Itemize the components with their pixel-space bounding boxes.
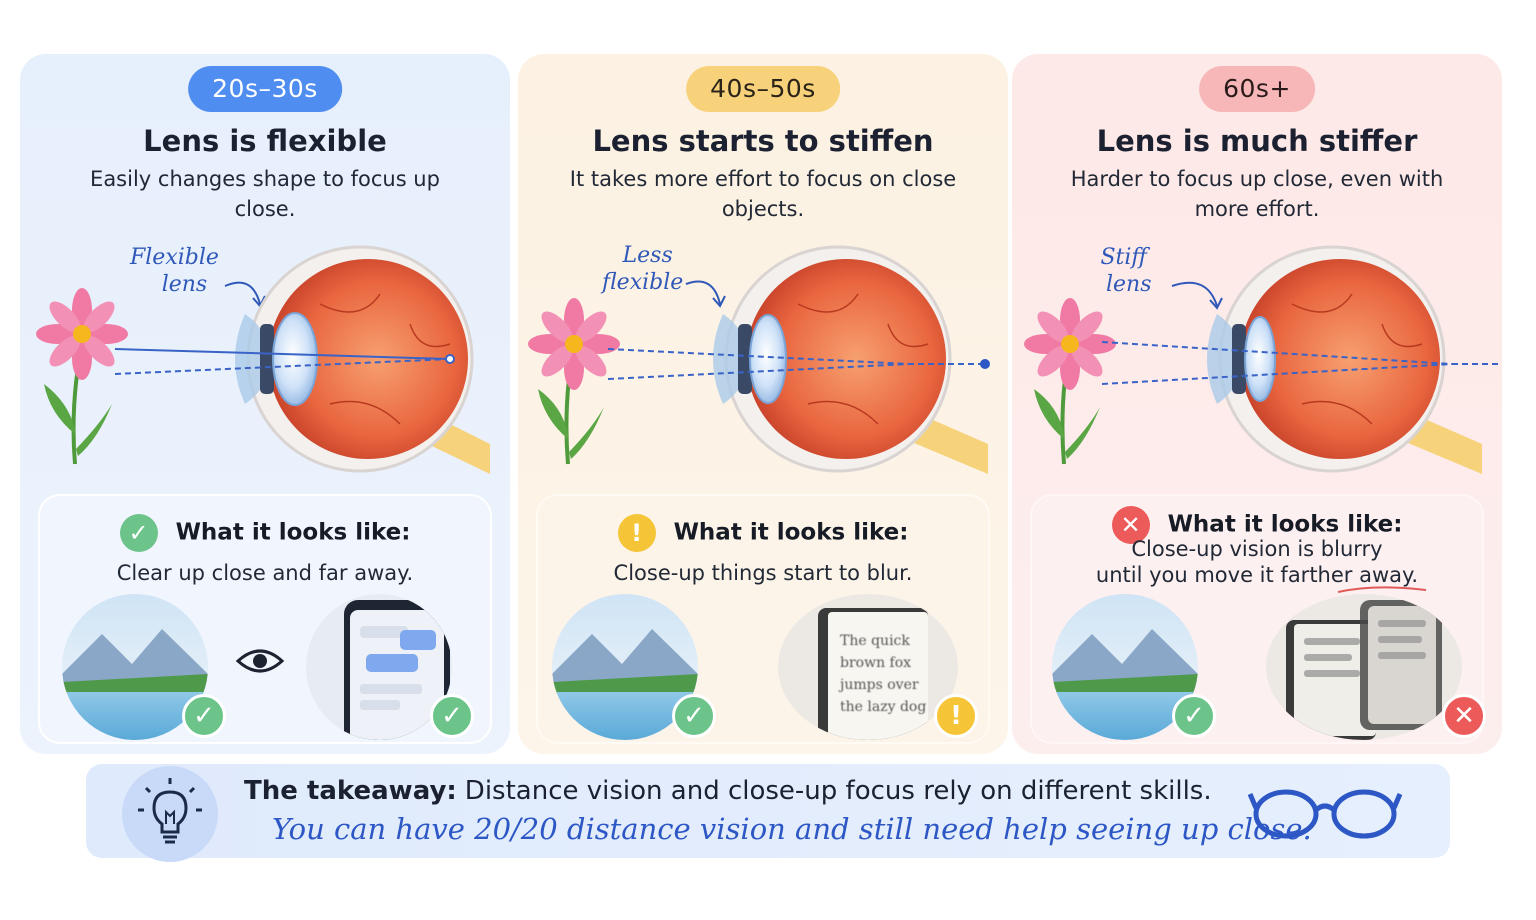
landscape-icon [1052,594,1198,740]
takeaway-emphasis: You can have 20/20 distance vision and s… [272,812,1312,846]
takeaway-text: The takeaway:Distance vision and close-u… [244,776,1212,806]
panel-heading: Lens is flexible [143,124,387,158]
looks-like-card: !What it looks like: Close-up things sta… [536,494,990,744]
warning-icon: ! [617,514,656,552]
takeaway-banner: The takeaway:Distance vision and close-u… [86,764,1450,862]
check-icon: ✓ [119,514,158,552]
book-icon [1286,600,1442,740]
looks-like-card: ✕What it looks like: Close-up vision is … [1030,494,1486,744]
lens-label: Flexible lens [130,245,219,297]
glasses-icon [1248,789,1402,839]
looks-text: Close-up vision is blurry [1131,537,1383,561]
flower-icon [1024,298,1116,465]
panel-heading: Lens starts to stiffen [592,124,934,158]
eye-anatomy-icon [528,245,990,474]
eye-icon [236,649,284,673]
looks-like-card: ✓What it looks like: Clear up close and … [38,494,492,744]
looks-text: until you move it farther away. [1095,563,1419,587]
looks-title: ✓What it looks like: [40,514,490,552]
panel-heading: Lens is much stiffer [1096,124,1418,158]
looks-text: Close-up things start to blur. [613,561,913,585]
looks-title: ✕What it looks like: [1032,506,1482,544]
lens-label: Stiff lens [1100,245,1152,297]
panel-description: Easily changes shape to focus up close. [90,167,440,221]
looks-text: Clear up close and far away. [116,561,414,585]
phone-icon [344,600,450,740]
lightbulb-icon [122,766,218,862]
age-pill: 20s–30s [188,66,342,112]
phone-thumb [306,594,452,740]
check-icon: ✓ [1172,694,1216,738]
check-icon: ✓ [672,694,716,738]
panel-40s-50s: 40s–50s Lens starts to stiffen It takes … [518,54,1008,754]
blurry-book-thumb [1266,594,1462,740]
x-icon: ✕ [1442,694,1486,738]
panel-20s-30s: 20s–30s Lens is flexible Easily changes … [20,54,510,754]
x-icon: ✕ [1111,506,1150,544]
book-thumb: The quick brown fox jumps over the lazy … [778,594,958,740]
book-icon [818,608,928,740]
panel-description: Harder to focus up close, even with more… [1070,167,1444,221]
panel-description: It takes more effort to focus on close o… [569,167,957,221]
panel-60s-plus: 60s+ Lens is much stiffer Harder to focu… [1012,54,1502,754]
looks-title: !What it looks like: [538,514,988,552]
age-pill: 60s+ [1199,66,1315,112]
landscape-icon [62,594,208,740]
age-pill: 40s–50s [686,66,840,112]
lens-label: Less flexible [602,243,684,295]
flower-icon [528,298,620,465]
underline-decoration [1337,586,1427,593]
flower-icon [36,288,128,465]
check-icon: ✓ [182,694,226,738]
eye-anatomy-icon [1024,245,1502,474]
warning-icon: ! [934,694,978,738]
eye-anatomy-icon [36,245,490,474]
check-icon: ✓ [430,694,474,738]
